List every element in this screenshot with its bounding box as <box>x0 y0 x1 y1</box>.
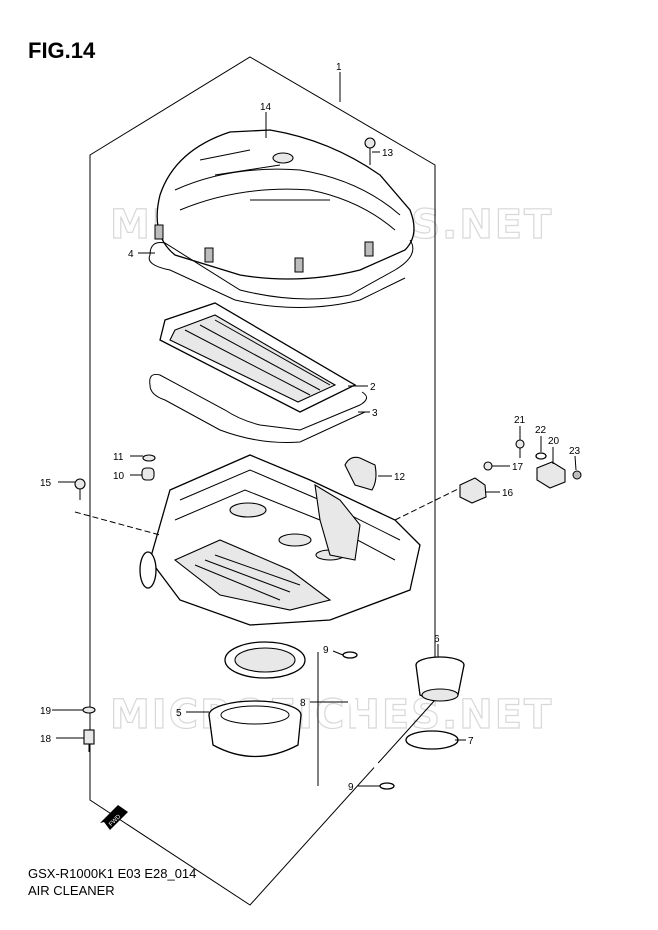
air-cleaner-case <box>139 454 421 679</box>
callout-2: 2 <box>370 382 376 393</box>
callout-23: 23 <box>569 446 581 457</box>
cover-part-14 <box>154 129 415 280</box>
callout-6: 6 <box>434 634 440 645</box>
clamp-part-9-upper <box>342 651 358 659</box>
callout-19: 19 <box>40 706 52 717</box>
bolt-part-15 <box>74 478 86 500</box>
callout-14: 14 <box>260 102 272 113</box>
element-part-2 <box>159 302 357 413</box>
leader-lines <box>52 72 577 787</box>
callout-9-lower: 9 <box>348 782 354 793</box>
callout-1: 1 <box>336 62 342 73</box>
clamp-part-9-lower <box>379 782 395 790</box>
washer-part-19 <box>82 706 96 714</box>
callout-17: 17 <box>512 462 524 473</box>
nut-part-23 <box>572 470 582 480</box>
sensor-part-16 <box>459 477 487 504</box>
bracket-part-20 <box>536 461 566 489</box>
joint-part-6 <box>415 656 465 702</box>
section-name: AIR CLEANER <box>28 883 115 898</box>
watermark-bottom: MICROFICHES.NET <box>110 692 553 738</box>
callout-4: 4 <box>128 249 134 260</box>
model-code: GSX-R1000K1 E03 E28_014 <box>28 866 197 881</box>
callout-21: 21 <box>514 415 526 426</box>
callout-3: 3 <box>372 408 378 419</box>
clamp-part-11 <box>142 454 156 462</box>
callout-10: 10 <box>113 471 125 482</box>
callout-18: 18 <box>40 734 52 745</box>
cap-part-10 <box>141 467 155 481</box>
callout-12: 12 <box>394 472 406 483</box>
callout-13: 13 <box>382 148 394 159</box>
bolt-part-21 <box>515 439 525 458</box>
part-12 <box>344 456 377 491</box>
seal-ring-part-5 <box>208 700 302 758</box>
callout-15: 15 <box>40 478 52 489</box>
callout-11: 11 <box>113 452 124 463</box>
screw-part-13 <box>364 137 376 165</box>
callout-8: 8 <box>300 698 306 709</box>
assembly-boundary <box>89 56 436 906</box>
figure-title: FIG.14 <box>28 38 96 63</box>
seal-part-3 <box>149 374 367 443</box>
callout-5: 5 <box>176 708 182 719</box>
gasket-part-4 <box>148 239 414 308</box>
callout-7: 7 <box>468 736 474 747</box>
callout-22: 22 <box>535 425 547 436</box>
callout-9-upper: 9 <box>323 645 329 656</box>
washer-part-22 <box>535 452 547 460</box>
callout-20: 20 <box>548 436 560 447</box>
drain-plug-part-18 <box>83 729 95 752</box>
clamp-part-7 <box>405 730 459 750</box>
callout-16: 16 <box>502 488 514 499</box>
